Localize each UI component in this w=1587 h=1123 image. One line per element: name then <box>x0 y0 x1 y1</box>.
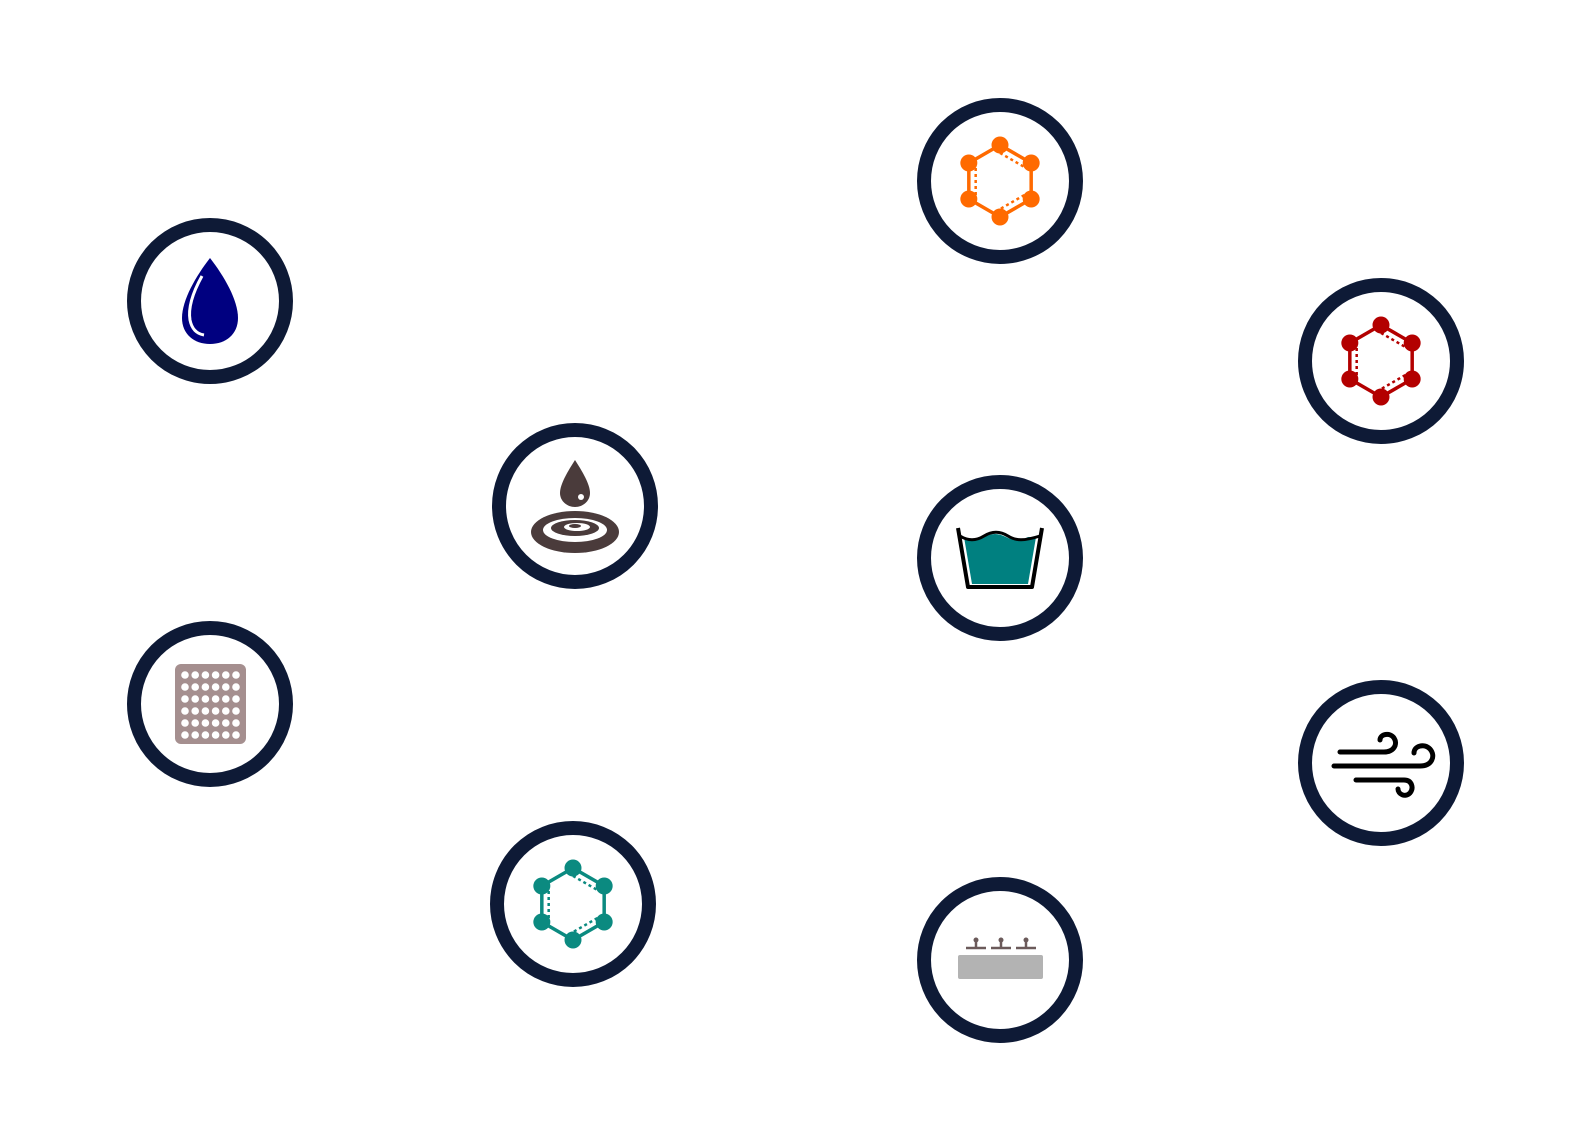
node-ring <box>917 98 1083 264</box>
molecule-icon <box>960 136 1040 226</box>
molecule-icon <box>533 859 613 949</box>
node-ring <box>1298 278 1464 444</box>
node-ring <box>490 821 656 987</box>
oil-drop-ripple-icon <box>531 460 619 553</box>
node-heated-plate <box>917 877 1083 1043</box>
node-oil-drop-ripple <box>492 423 658 589</box>
water-drop-icon <box>182 258 238 344</box>
node-water-drop <box>127 218 293 384</box>
node-ring <box>1298 680 1464 846</box>
node-molecule-red <box>1298 278 1464 444</box>
wind-icon <box>1331 731 1436 798</box>
node-wind <box>1298 680 1464 846</box>
node-perforated-sheet <box>127 621 293 787</box>
molecule-icon <box>1341 316 1421 406</box>
heated-plate-icon <box>958 937 1043 979</box>
node-water-basin <box>917 475 1083 641</box>
water-basin-icon <box>956 527 1044 589</box>
node-molecule-orange <box>917 98 1083 264</box>
node-molecule-teal <box>490 821 656 987</box>
perforated-sheet-icon <box>175 664 246 744</box>
